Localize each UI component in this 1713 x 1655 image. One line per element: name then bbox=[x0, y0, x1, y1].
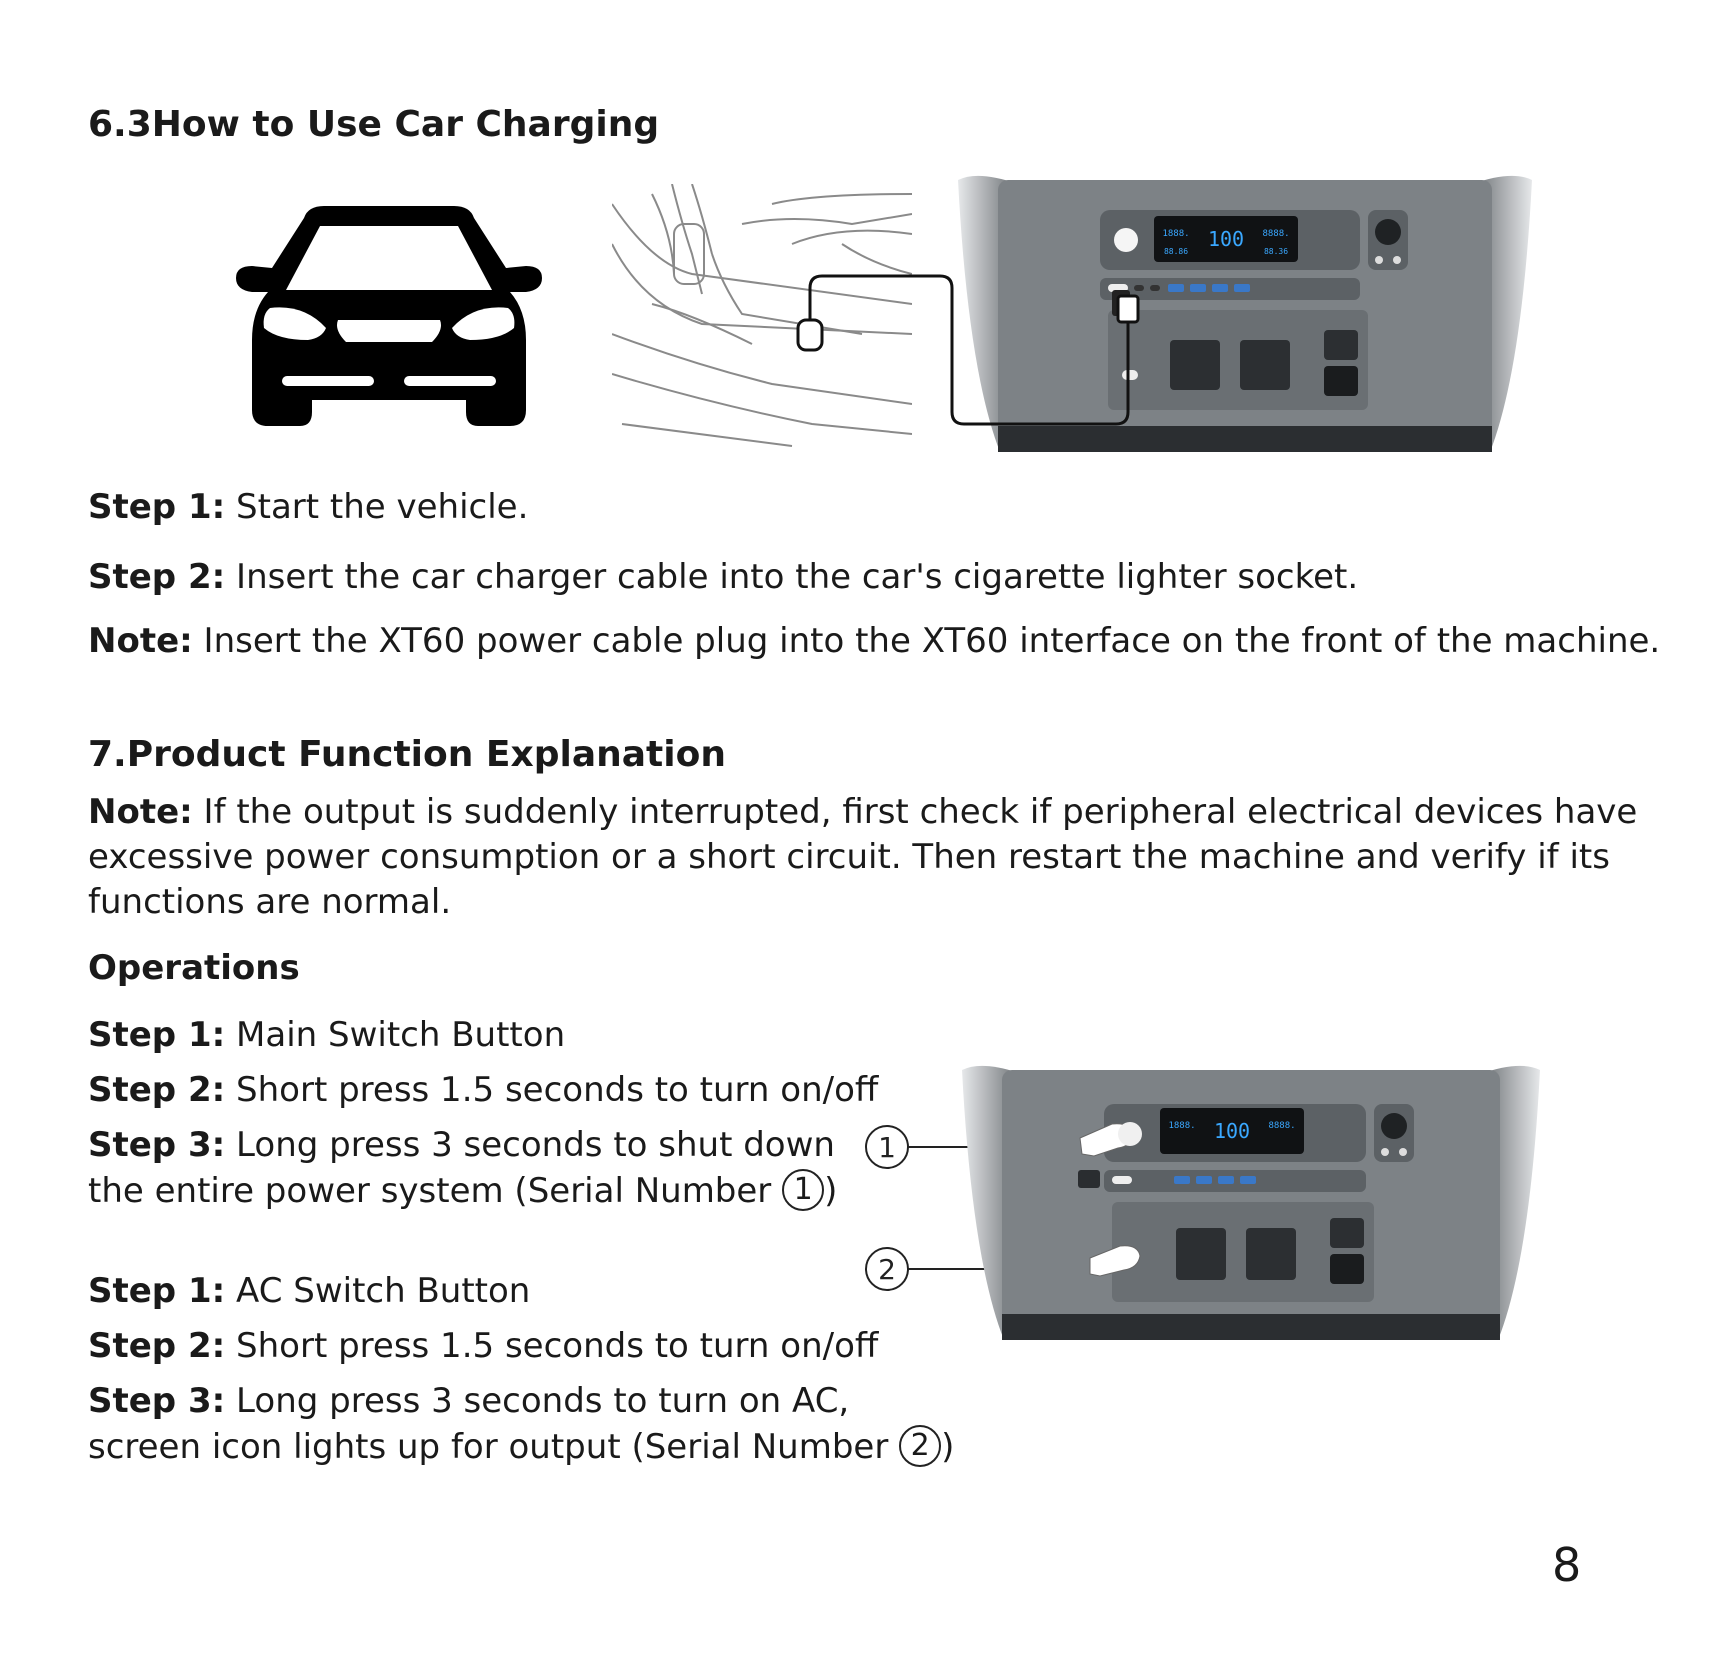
svg-text:100: 100 bbox=[1214, 1119, 1250, 1143]
display-right-value: 8888. bbox=[1262, 229, 1289, 239]
main-switch-step-1: Step 1: Main Switch Button bbox=[88, 1015, 566, 1055]
serial-number-badge-2: 2 bbox=[899, 1424, 942, 1467]
ac-switch-step-2: Step 2: Short press 1.5 seconds to turn … bbox=[88, 1326, 879, 1366]
callout-1-label: 1 bbox=[878, 1131, 896, 1164]
charging-cable bbox=[790, 268, 1140, 428]
function-note: Note: If the output is suddenly interrup… bbox=[88, 792, 1638, 922]
car-note: Note: Insert the XT60 power cable plug i… bbox=[88, 621, 1661, 661]
callout-1: 1 bbox=[862, 1122, 1102, 1172]
ac-switch-step-3-cont: screen icon lights up for output (Serial… bbox=[88, 1424, 954, 1467]
hand-pointer-icon-2 bbox=[1089, 1245, 1141, 1277]
car-step-1: Step 1: Start the vehicle. bbox=[88, 487, 529, 527]
main-switch-step-3: Step 3: Long press 3 seconds to shut dow… bbox=[88, 1125, 835, 1165]
serial-number-badge-1: 1 bbox=[782, 1168, 825, 1211]
svg-text:1888.: 1888. bbox=[1168, 1121, 1195, 1131]
car-interior-illustration bbox=[612, 184, 912, 450]
car-step-2: Step 2: Insert the car charger cable int… bbox=[88, 557, 1359, 597]
ac-switch-step-1: Step 1: AC Switch Button bbox=[88, 1271, 531, 1311]
display-left-value: 1888. bbox=[1162, 229, 1189, 239]
section-title-car-charging: 6.3How to Use Car Charging bbox=[88, 104, 660, 145]
section-title-product-function: 7.Product Function Explanation bbox=[88, 734, 726, 775]
svg-text:8888.: 8888. bbox=[1268, 1121, 1295, 1131]
display-right-small: 88.36 bbox=[1264, 247, 1288, 256]
display-left-small: 88.86 bbox=[1164, 247, 1188, 256]
page-number: 8 bbox=[1552, 1538, 1582, 1592]
callout-2-label: 2 bbox=[878, 1253, 896, 1286]
power-station-illustration-top: 100 1888. 8888. 88.86 88.36 bbox=[958, 170, 1532, 462]
operations-title: Operations bbox=[88, 948, 300, 988]
ac-switch-step-3: Step 3: Long press 3 seconds to turn on … bbox=[88, 1381, 850, 1421]
power-station-illustration-bottom: 100 1888. 8888. bbox=[962, 1060, 1540, 1350]
main-switch-step-3-cont: the entire power system (Serial Number 1… bbox=[88, 1168, 837, 1211]
display-center-value: 100 bbox=[1208, 227, 1244, 251]
car-icon bbox=[234, 200, 544, 435]
main-switch-step-2: Step 2: Short press 1.5 seconds to turn … bbox=[88, 1070, 879, 1110]
